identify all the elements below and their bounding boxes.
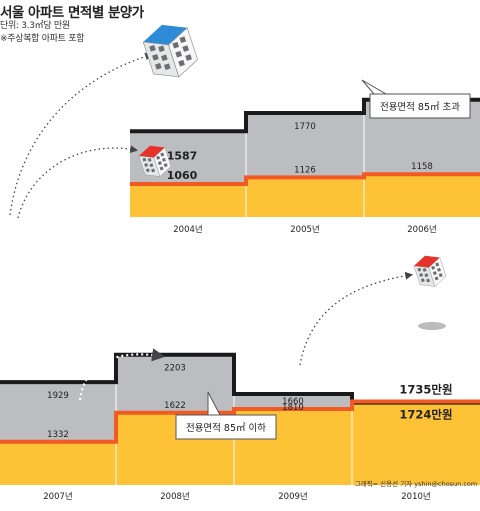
under-segment-2005년 [246,177,364,217]
apartment-building-blue-icon-window [172,41,180,49]
under-value-label-2004년: 1060 [167,169,198,182]
house-red-icon-2010-window [426,278,431,283]
house-red-icon-2010-window [422,267,427,272]
under-line-panel-1 [130,172,480,186]
under-value-label-2008년: 1622 [164,401,186,411]
apartment-building-blue-icon-roof [143,24,188,45]
category-label-2009년: 2009년 [278,491,307,502]
house-red-icon-window [149,163,154,168]
apartment-building-blue-icon-window [182,45,190,52]
house-red-icon-roof [138,145,165,158]
dotted-arrow-1 [9,52,153,216]
house-red-icon-2010-window [434,276,439,281]
dotted-arrow-3 [78,348,166,401]
apartment-building-blue-icon-window [152,54,159,61]
apartment-building-blue-icon-window [161,54,168,62]
under-value-label-2005년: 1126 [294,165,316,175]
over-value-label-2009년: 1810 [282,403,304,413]
under-segment-2006년 [364,174,480,217]
apartment-building-blue-icon-window [178,59,185,67]
category-label-2006년: 2006년 [407,224,436,235]
apartment-building-blue-icon-window [158,45,165,53]
apartment-building-blue-icon-window [185,54,192,61]
apartment-building-blue-icon-window [179,36,187,43]
credit-label: 그래픽= 신용선 기자 yshin@chosun.com [355,479,478,488]
apartment-building-blue-icon-window [163,63,171,71]
under-segment-2004년 [130,184,246,217]
house-red-icon-2010-window [437,267,441,272]
house-red-icon [138,145,172,177]
unit-label: 단위: 3.3㎡당 만원 [0,21,70,31]
callout-under-box [175,414,277,440]
category-label-2008년: 2008년 [160,491,189,502]
category-label-2005년: 2005년 [290,224,319,235]
house-red-icon-2010-window [432,271,437,276]
callout-over-tail [361,79,388,95]
house-red-icon-2010-window [420,278,425,283]
under-value-label-2007년: 1332 [47,430,69,440]
house-red-icon-2010 [413,255,447,287]
under-segment-2010년 [352,401,480,485]
house-red-icon-window [142,157,147,162]
over-value-label-2007년: 1929 [47,391,69,401]
house-red-icon-window [162,157,166,162]
house-red-icon-window [145,168,150,173]
house-red-icon-2010-window [419,273,424,277]
house-red-icon-2010-roof [413,255,440,268]
note-label: ※주상복합 아파트 포함 [0,34,85,44]
dotted-arrow-2 [17,145,139,219]
apartment-building-blue-icon-wall-right [168,27,198,78]
category-label-2010년: 2010년 [401,491,430,502]
over-value-label-2008년: 2203 [164,364,186,374]
house-red-icon-window [147,157,152,162]
under-value-label-2006년: 1158 [411,162,433,172]
house-red-icon-wall-right [153,147,172,177]
over-value-label-2005년: 1770 [294,122,316,132]
apartment-building-blue-icon-window [149,45,156,52]
category-label-2007년: 2007년 [43,491,72,502]
house-red-icon-window [157,161,162,166]
callout-under-text: 전용면적 85㎡ 이하 [186,422,266,434]
house-red-icon-2010-wall-right [428,257,447,287]
house-red-icon-2010-window [417,267,422,272]
over-value-label-2010년: 1724만원 [399,408,452,422]
apartment-building-blue-icon-window [175,50,182,58]
under-line-panel-2 [0,399,480,444]
over-value-label-2004년: 1587 [167,149,198,162]
apartment-building-blue-icon [142,24,198,78]
callout-over-box [369,93,471,119]
house-red-icon-2010-window [435,262,440,267]
house-red-icon-window [163,163,168,168]
apartment-building-blue-icon-window [155,63,162,70]
house-red-icon-2010-window [424,273,429,278]
category-label-2004년: 2004년 [173,224,202,235]
house-red-icon-2010-window [438,273,443,278]
house-red-icon-window [159,166,164,171]
house-red-icon-window [144,163,149,167]
house-red-icon-window [151,168,156,173]
under-value-label-2010년: 1735만원 [399,383,452,397]
under-segment-2007년 [0,441,116,485]
house-red-icon-window [160,152,165,157]
under-value-label-2009년: 1660 [282,397,304,407]
house-shadow [418,322,446,330]
house-red-icon-window [156,155,161,160]
dotted-arrow-4 [299,271,414,366]
chart-title: 서울 아파트 면적별 분양가 [0,5,144,21]
callout-over-text: 전용면적 85㎡ 초과 [380,101,460,113]
house-red-icon-2010-window [431,265,436,270]
